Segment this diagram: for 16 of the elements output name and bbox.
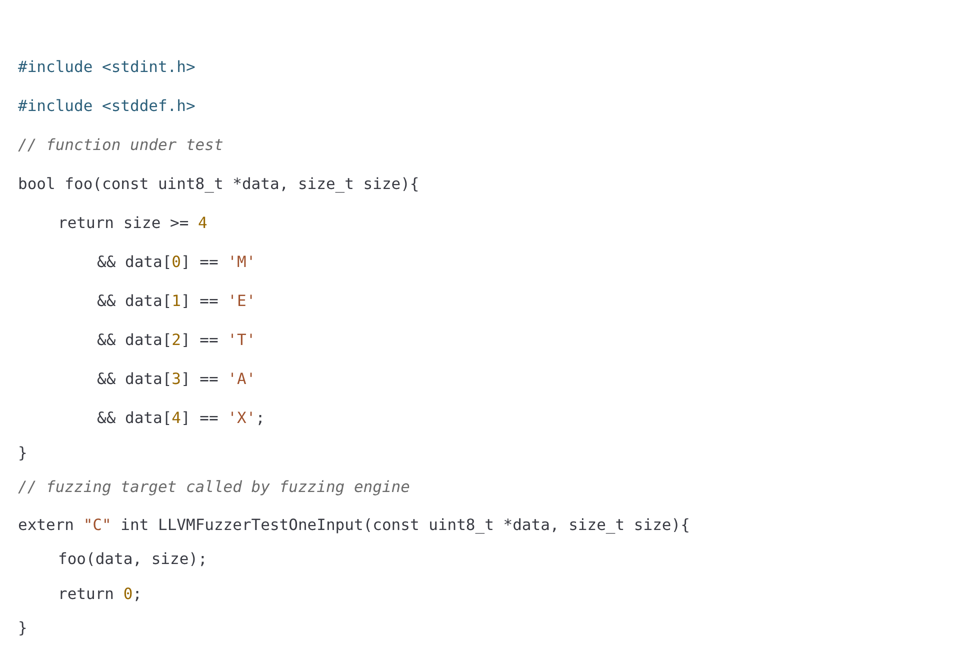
code-line: && data[2] == 'T': [97, 330, 256, 350]
code-line: foo(data, size);: [58, 549, 208, 569]
code-line: return size >= 4: [58, 213, 208, 233]
code-line: && data[1] == 'E': [97, 291, 256, 311]
code-comment: // fuzzing target called by fuzzing engine: [18, 477, 410, 497]
code-line: && data[4] == 'X';: [97, 408, 266, 428]
code-line: }: [18, 618, 28, 638]
code-line: }: [18, 443, 28, 463]
code-line: #include <stddef.h>: [18, 96, 196, 116]
code-line: extern "C" int LLVMFuzzerTestOneInput(const uint8_t *data, size_t size){: [18, 515, 690, 535]
code-line: #include <stdint.h>: [18, 57, 196, 77]
code-line: && data[3] == 'A': [97, 369, 256, 389]
code-line: bool foo(const uint8_t *data, size_t size){: [18, 174, 420, 194]
code-line: && data[0] == 'M': [97, 252, 256, 272]
code-line: return 0;: [58, 584, 142, 604]
code-comment: // function under test: [18, 135, 224, 155]
